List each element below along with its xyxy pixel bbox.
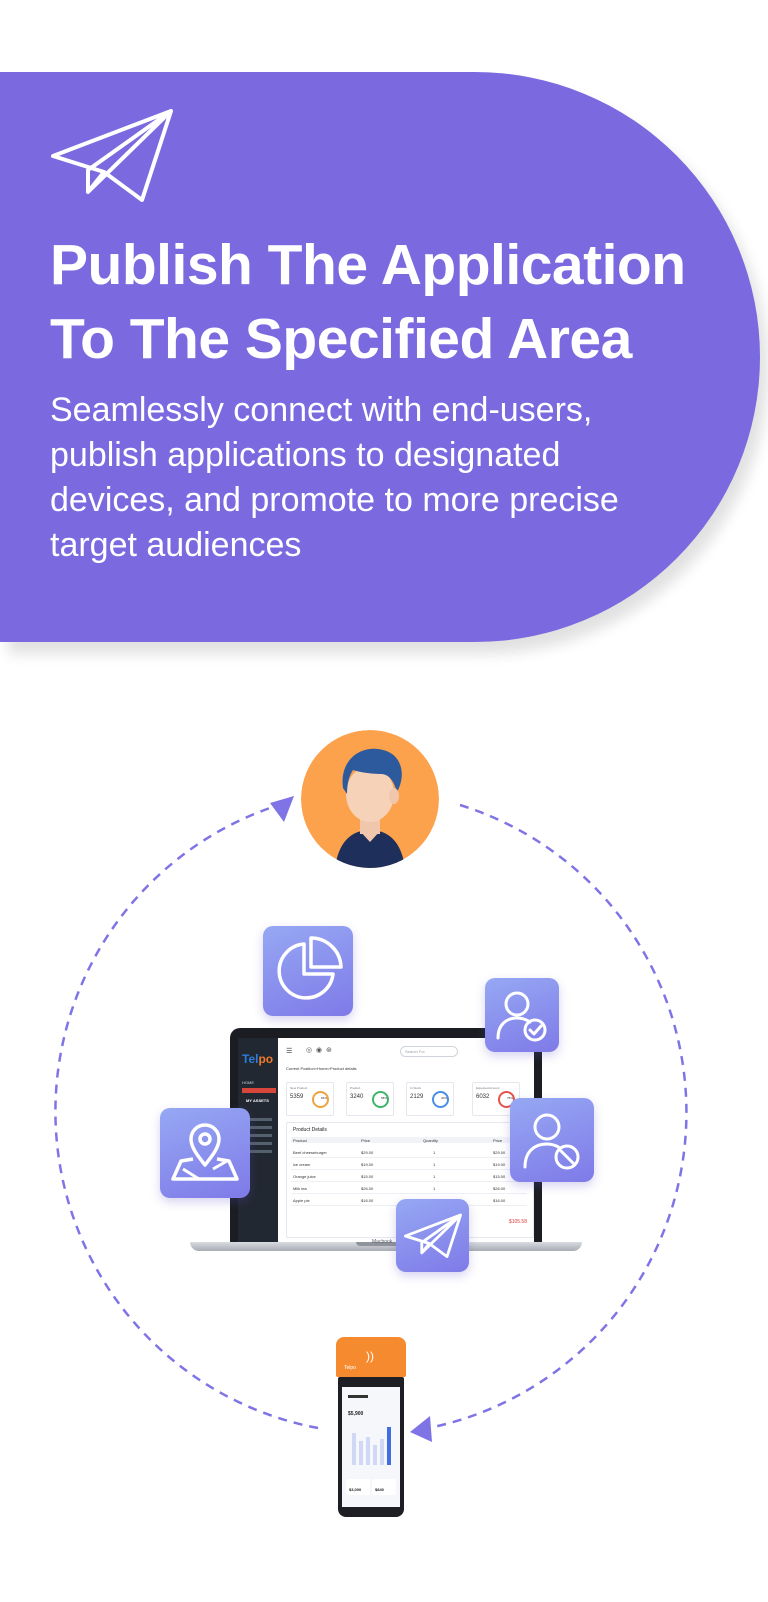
arrowhead-top-icon <box>270 796 294 822</box>
pos-stat: $840 <box>375 1487 384 1492</box>
sidebar-item[interactable] <box>242 1118 272 1121</box>
pos-terminal: )) Telpo $5,900 $3,000 $840 <box>336 1337 406 1517</box>
printer-head: )) Telpo <box>336 1337 406 1377</box>
user-check-tile <box>485 978 559 1052</box>
breadcrumb: Current Position>Home>Product details <box>286 1066 357 1071</box>
table-total: $105.58 <box>508 1219 527 1225</box>
sidebar-item-assets[interactable]: MY ASSETS <box>246 1098 269 1103</box>
table-title: Product Details <box>293 1127 327 1133</box>
user-blocked-icon <box>523 1113 580 1170</box>
table-row: Apple pie <box>293 1198 310 1203</box>
paper-plane-icon <box>403 1213 462 1258</box>
pos-balance: $5,900 <box>348 1411 364 1417</box>
sidebar-item[interactable] <box>242 1126 272 1129</box>
table-header <box>291 1137 527 1143</box>
title-line: To The Specified Area <box>50 307 632 371</box>
page-description: Seamlessly connect with end-users, publi… <box>50 388 700 568</box>
table-row: Orange juice <box>293 1174 316 1179</box>
flow-arrow-right <box>417 803 688 1432</box>
menu-icon[interactable]: ☰ <box>286 1048 293 1055</box>
progress-ring <box>432 1091 449 1108</box>
table-row: Beef cheeseburger <box>293 1150 327 1155</box>
table-row: Milk tea <box>293 1186 307 1191</box>
title-line: Publish The Application <box>50 233 686 297</box>
user-blocked-tile <box>510 1098 594 1182</box>
description-line: publish applications to designated <box>50 436 561 474</box>
user-check-icon <box>496 991 547 1042</box>
bell-icon[interactable]: ◉ <box>316 1047 323 1054</box>
laptop-screen: Telpo HOME MY ASSETS ☰ ◎ ◉ ⊛ Search For … <box>230 1028 542 1242</box>
pos-stat: $3,000 <box>349 1487 362 1492</box>
paper-plane-icon <box>50 108 174 209</box>
stat-card: Product 3240 58% <box>346 1082 394 1116</box>
flow-arrow-left <box>54 802 319 1430</box>
publish-tile <box>396 1199 469 1272</box>
progress-ring <box>372 1091 389 1108</box>
user-avatar <box>301 730 439 868</box>
pos-body: $5,900 $3,000 $840 <box>338 1377 404 1517</box>
sidebar-active-indicator <box>242 1088 276 1093</box>
stat-card: In Stock 2129 40% <box>406 1082 454 1116</box>
page-title: Publish The Application To The Specified… <box>50 228 750 376</box>
stat-card: New Product 5359 66% <box>286 1082 334 1116</box>
laptop-base <box>190 1242 582 1251</box>
hero-banner <box>0 72 760 642</box>
sidebar-item[interactable] <box>242 1150 272 1153</box>
dashboard-display: Telpo HOME MY ASSETS ☰ ◎ ◉ ⊛ Search For … <box>238 1038 534 1242</box>
pie-chart-tile <box>263 926 353 1016</box>
settings-icon[interactable]: ⊛ <box>326 1047 332 1054</box>
pie-chart-icon <box>277 936 343 1000</box>
telpo-logo: Telpo <box>242 1052 274 1066</box>
arrowhead-bottom-icon <box>410 1416 432 1442</box>
location-map-tile <box>160 1108 250 1198</box>
description-line: target audiences <box>50 526 302 564</box>
location-map-icon <box>171 1123 239 1181</box>
laptop-brand: Macbook <box>372 1239 393 1245</box>
table-row: ice cream <box>293 1162 311 1167</box>
description-line: Seamlessly connect with end-users, <box>50 391 593 429</box>
sidebar-item-home[interactable]: HOME <box>242 1080 254 1085</box>
user-icon[interactable]: ◎ <box>306 1047 313 1054</box>
description-line: devices, and promote to more precise <box>50 481 619 519</box>
laptop-notch <box>356 1242 416 1246</box>
pos-screen: $5,900 $3,000 $840 <box>342 1387 400 1507</box>
sidebar-item[interactable] <box>242 1142 272 1145</box>
sidebar-item[interactable] <box>242 1134 272 1137</box>
contactless-icon: )) <box>366 1349 374 1363</box>
pos-brand: Telpo <box>344 1365 356 1371</box>
progress-ring <box>312 1091 329 1108</box>
search-input[interactable]: Search For <box>400 1046 458 1057</box>
